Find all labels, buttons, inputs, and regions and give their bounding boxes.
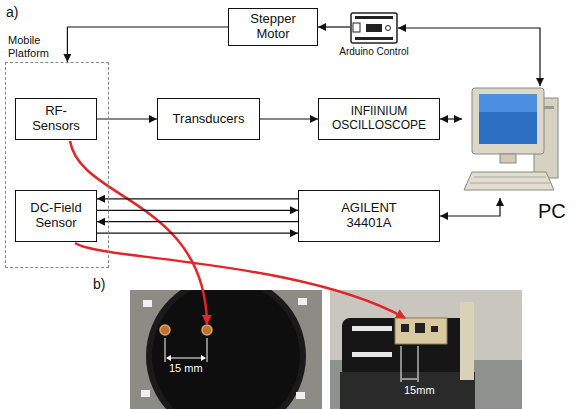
connector-arrow (97, 118, 157, 119)
box-label: RF-Sensors (26, 104, 86, 134)
connector-arrow (97, 198, 298, 199)
dimension-label: 15 mm (169, 362, 203, 374)
connector-arrow (398, 28, 540, 86)
instrument-box: AGILENT 34401A (298, 190, 440, 242)
computer-node: PC (462, 86, 562, 198)
process-box: DC-Field Sensor (15, 190, 97, 242)
computer-icon (462, 86, 562, 198)
arduino-icon (350, 12, 398, 44)
dimension-label: 15mm (404, 384, 435, 396)
connector-arrow (67, 27, 228, 62)
connector-arrow (97, 233, 298, 234)
connector-arrow (440, 118, 462, 119)
box-label: DC-Field Sensor (26, 201, 86, 231)
pointer-arrow (75, 243, 405, 318)
controller-node: Arduino Control (350, 12, 398, 44)
sensor-plate-photo (130, 290, 322, 409)
platform-group: Mobile PlatformRF-SensorsDC-Field Sensor (5, 34, 109, 268)
connector-arrow (97, 221, 298, 222)
process-box: Stepper Motor (228, 8, 318, 46)
box-label: AGILENT 34401A (329, 201, 409, 231)
process-box: RF-Sensors (15, 98, 97, 140)
box-label: Transducers (173, 112, 245, 127)
process-box: Transducers (157, 98, 260, 140)
panel-letter: b) (93, 276, 105, 292)
group-heading: Mobile Platform (8, 34, 60, 59)
connector-arrow (318, 26, 350, 27)
instrument-box: INFIINIUM OSCILLOSCOPE (318, 98, 440, 140)
box-label: Stepper Motor (239, 12, 307, 42)
sensor-probe-photo (330, 290, 522, 409)
connector-arrow (440, 198, 500, 216)
connector-arrow (97, 210, 298, 211)
box-label: INFIINIUM OSCILLOSCOPE (325, 105, 433, 133)
connector-arrow (260, 118, 318, 119)
icon-label: PC (538, 200, 566, 223)
icon-label: Arduino Control (339, 46, 408, 58)
panel-letter: a) (6, 4, 18, 20)
